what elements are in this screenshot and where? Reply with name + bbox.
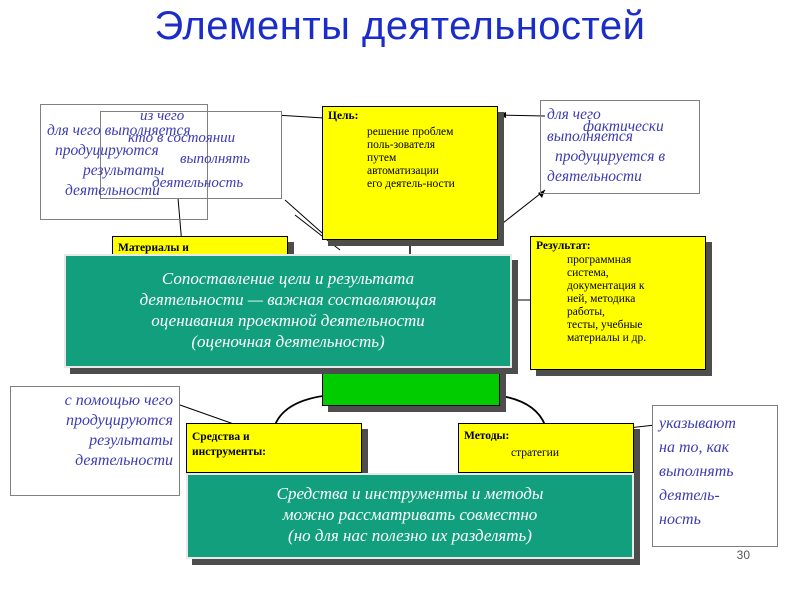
- note-text: результаты: [83, 162, 165, 179]
- goal-line: поль-зователя: [367, 139, 436, 151]
- callout-line: Средства и инструменты и методы: [276, 484, 544, 503]
- note-text: выполняется: [547, 128, 633, 145]
- result-line: работы,: [567, 306, 605, 318]
- callout-line: (но для нас полезно их разделять): [288, 526, 532, 545]
- callout-line: (оценочная деятельность): [191, 332, 385, 351]
- result-label: Результат:: [536, 240, 591, 252]
- result-box: Результат: программная система, документ…: [530, 236, 706, 370]
- note-text: продуцируются: [55, 142, 159, 159]
- note-text: продуцируются: [65, 412, 173, 429]
- goal-line: решение проблем: [367, 126, 454, 138]
- note-text: деятельности: [75, 452, 173, 469]
- result-line: материалы и др.: [567, 332, 647, 344]
- note-text: продуцируется в: [555, 148, 666, 165]
- note-text: деятельности: [65, 182, 160, 199]
- note-right-top: для чего выполняется фактически продуцир…: [540, 100, 700, 194]
- tools-box: Средства и инструменты:: [186, 423, 362, 473]
- note-text: деятельности: [547, 168, 642, 185]
- note-text: ность: [659, 511, 701, 528]
- callout-line: можно рассматривать совместно: [282, 505, 538, 524]
- note-text: для чего выполняется: [47, 122, 191, 139]
- note-left-top-back: [100, 111, 282, 199]
- note-overlay-text: кто в состоянии: [128, 130, 236, 146]
- page-number: 30: [736, 548, 750, 562]
- note-overlay-text: из чего: [140, 108, 185, 124]
- methods-value: стратегии: [511, 447, 559, 459]
- note-overlay-text: деятельность: [152, 175, 244, 191]
- methods-box: Методы: стратегии: [458, 423, 634, 473]
- result-line: программная: [567, 254, 632, 266]
- goal-line: его деятель-ности: [367, 178, 455, 190]
- callout-tools-methods: Средства и инструменты и методы можно ра…: [186, 473, 634, 559]
- note-text: результаты: [89, 432, 173, 449]
- note-text: указывают: [659, 415, 736, 432]
- result-line: документация к: [567, 280, 645, 292]
- note-right-bottom: указывают на то, как выполнять деятель- …: [652, 405, 778, 547]
- goal-line: автоматизации: [367, 165, 439, 177]
- methods-label: Методы:: [464, 430, 510, 442]
- note-text: выполнять: [659, 463, 734, 480]
- note-left-bottom: с помощью чего продуцируются результаты …: [10, 386, 180, 496]
- tools-label: инструменты:: [192, 446, 267, 458]
- result-line: система,: [567, 267, 609, 279]
- note-text: деятель-: [659, 487, 720, 504]
- center-activity-box: [322, 366, 500, 406]
- tools-label: Средства и: [192, 431, 250, 443]
- note-text: с помощью чего: [64, 392, 173, 409]
- note-text: для чего: [547, 106, 601, 123]
- callout-compare: Сопоставление цели и результата деятельн…: [64, 254, 512, 368]
- callout-line: Сопоставление цели и результата: [161, 269, 415, 288]
- note-text: на то, как: [659, 439, 730, 456]
- result-line: ней, методика: [567, 293, 636, 305]
- callout-line: деятельности — важная составляющая: [139, 290, 437, 309]
- materials-label: Материалы и: [118, 242, 189, 254]
- note-text: фактически: [583, 118, 664, 135]
- note-overlay-text: выполнять: [180, 151, 250, 167]
- goal-label: Цель:: [328, 110, 359, 122]
- page-title: Элементы деятельностей: [154, 4, 646, 48]
- result-line: тесты, учебные: [567, 319, 643, 331]
- goal-line: путем: [367, 152, 397, 164]
- goal-box: Цель: решение проблем поль-зователя путе…: [322, 106, 498, 240]
- note-left-top: для чего выполняется продуцируются резул…: [40, 104, 208, 220]
- callout-line: оценивания проектной деятельности: [151, 311, 425, 330]
